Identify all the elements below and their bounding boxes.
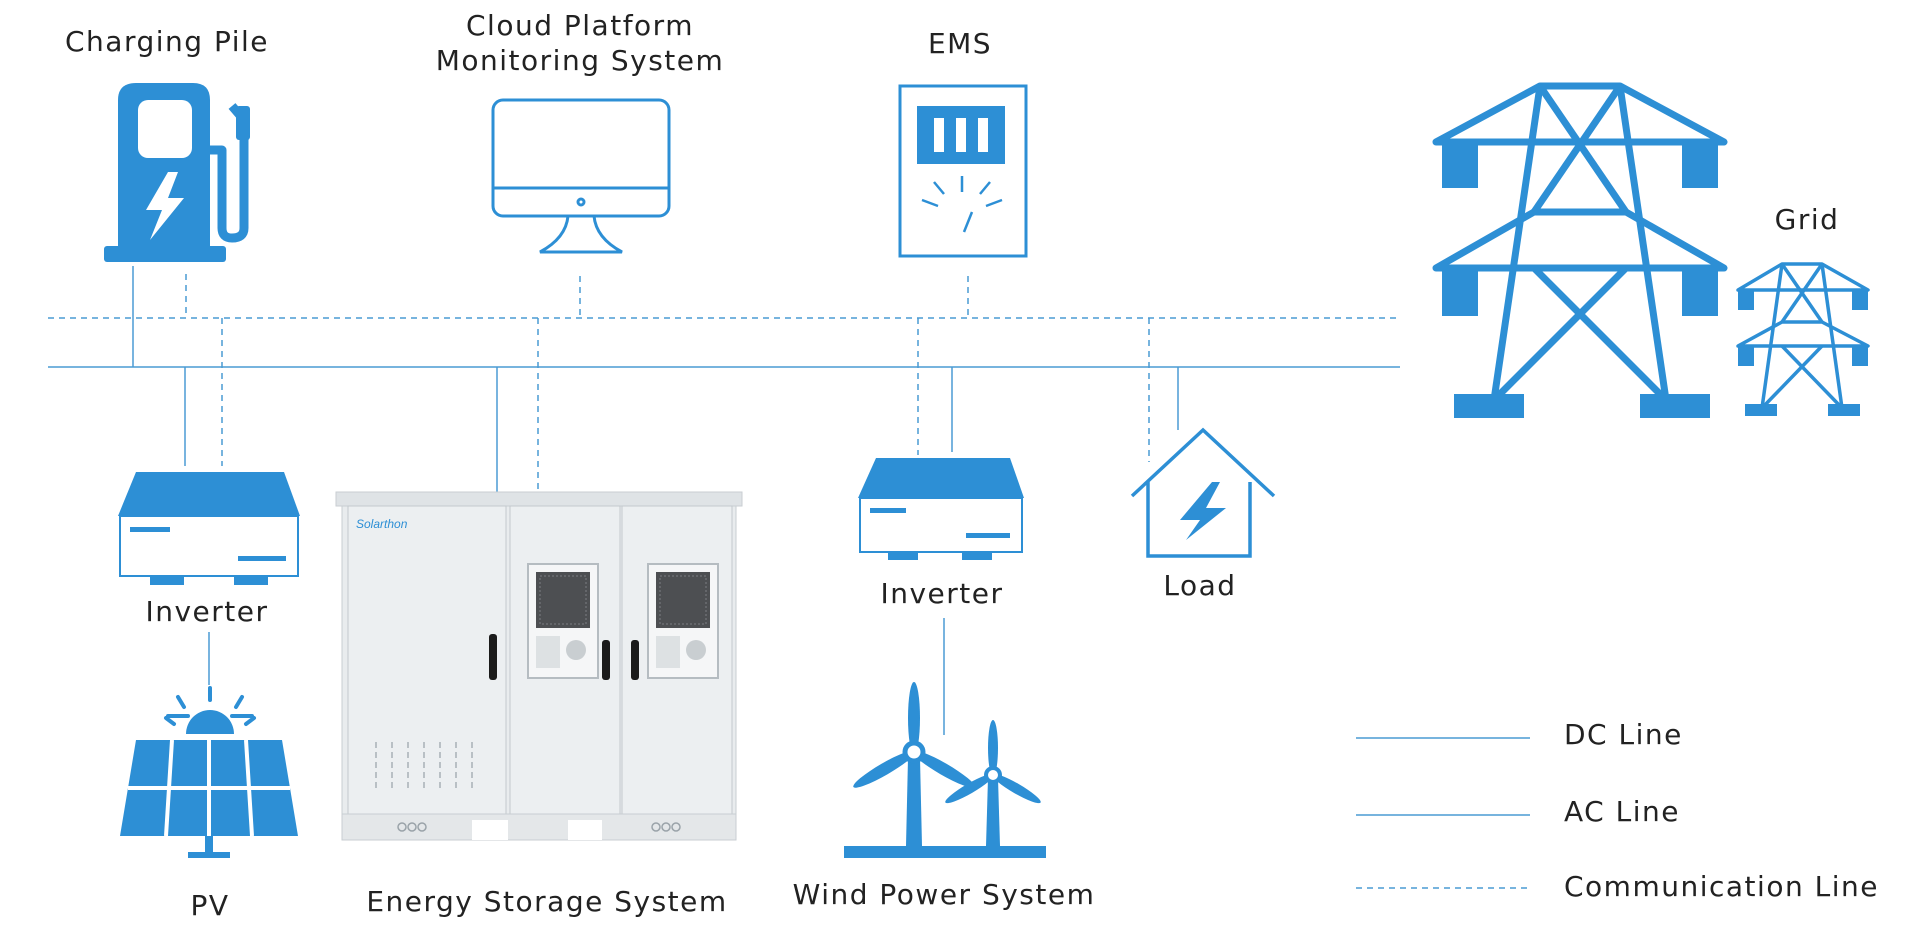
solar-panel-icon [120,686,298,858]
cloud-platform-label-line2: Monitoring System [435,44,725,77]
ems-meter-icon [898,84,1028,258]
bus-lines [48,317,1400,368]
monitor-icon [491,98,671,254]
house-load-icon [1130,427,1276,558]
cloud-platform-label-line1: Cloud Platform [466,9,694,42]
inverter-left-label: Inverter [145,595,269,628]
energy-storage-label: Energy Storage System [366,885,728,918]
legend-lines [1356,737,1530,889]
ems-label: EMS [927,27,993,60]
legend-communication-label: Communication Line [1564,870,1879,903]
grid-label: Grid [1774,203,1840,236]
legend-ac-label: AC Line [1564,795,1680,828]
inverter-icon [858,458,1024,560]
cabinet-brand-logo: Solarthon [356,517,408,531]
grid-tower-icon [1432,82,1870,418]
inverter-icon [118,472,300,585]
connectors [132,266,1179,735]
legend-dc-label: DC Line [1564,718,1683,751]
charging-pile-label: Charging Pile [64,25,270,58]
wind-turbine-icon [844,682,1046,858]
wind-power-label: Wind Power System [792,878,1096,911]
pv-label: PV [190,889,230,922]
charging-pile-icon [104,83,250,262]
storage-cabinet-image: Solarthon [335,491,743,841]
inverter-right-label: Inverter [880,577,1004,610]
cloud-platform-label: Cloud Platform Monitoring System [436,8,725,78]
load-label: Load [1163,569,1237,602]
